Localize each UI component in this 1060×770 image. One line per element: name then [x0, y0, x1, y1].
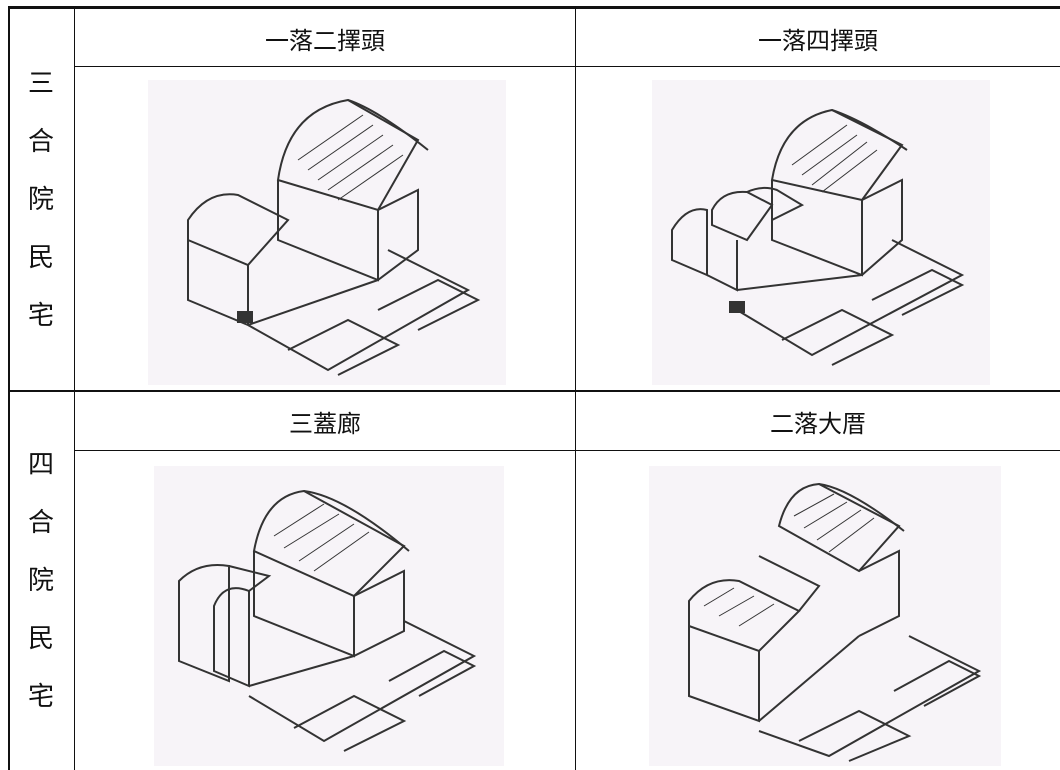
row1-category-char: 民	[27, 242, 54, 273]
row1-left-drawing	[148, 80, 506, 385]
row1-left-title: 一落二擇頭	[265, 26, 385, 55]
row2-left-title: 三蓋廊	[289, 409, 361, 438]
label-column-divider	[74, 6, 75, 770]
row2-category-char: 四	[27, 450, 54, 480]
row1-category-char: 宅	[27, 300, 54, 331]
row2-category-char: 宅	[27, 682, 54, 712]
row2-left-drawing	[154, 466, 504, 766]
row2-right-drawing	[649, 466, 1001, 766]
row2-right-title: 二落大厝	[770, 409, 866, 438]
house-type-table: 三 合 院 民 宅 一落二擇頭 一落四擇頭	[8, 6, 1060, 770]
row2-category-label: 四 合 院 民 宅	[8, 392, 74, 770]
row2-header-divider	[74, 450, 1060, 451]
row2-category-char: 民	[27, 624, 54, 654]
center-column-divider	[575, 6, 576, 770]
row1-category-char: 三	[27, 68, 54, 99]
row1-category-char: 合	[27, 126, 54, 157]
row1-category-char: 院	[27, 184, 54, 215]
row1-category-label: 三 合 院 民 宅	[8, 9, 74, 390]
table-left-border	[8, 6, 10, 770]
row1-header-divider	[74, 66, 1060, 67]
row-divider	[8, 390, 1060, 392]
row2-category-char: 院	[27, 566, 54, 596]
table-top-border	[8, 6, 1060, 9]
row1-right-drawing	[652, 80, 990, 385]
row2-category-char: 合	[27, 508, 54, 538]
row1-right-title: 一落四擇頭	[758, 26, 878, 55]
